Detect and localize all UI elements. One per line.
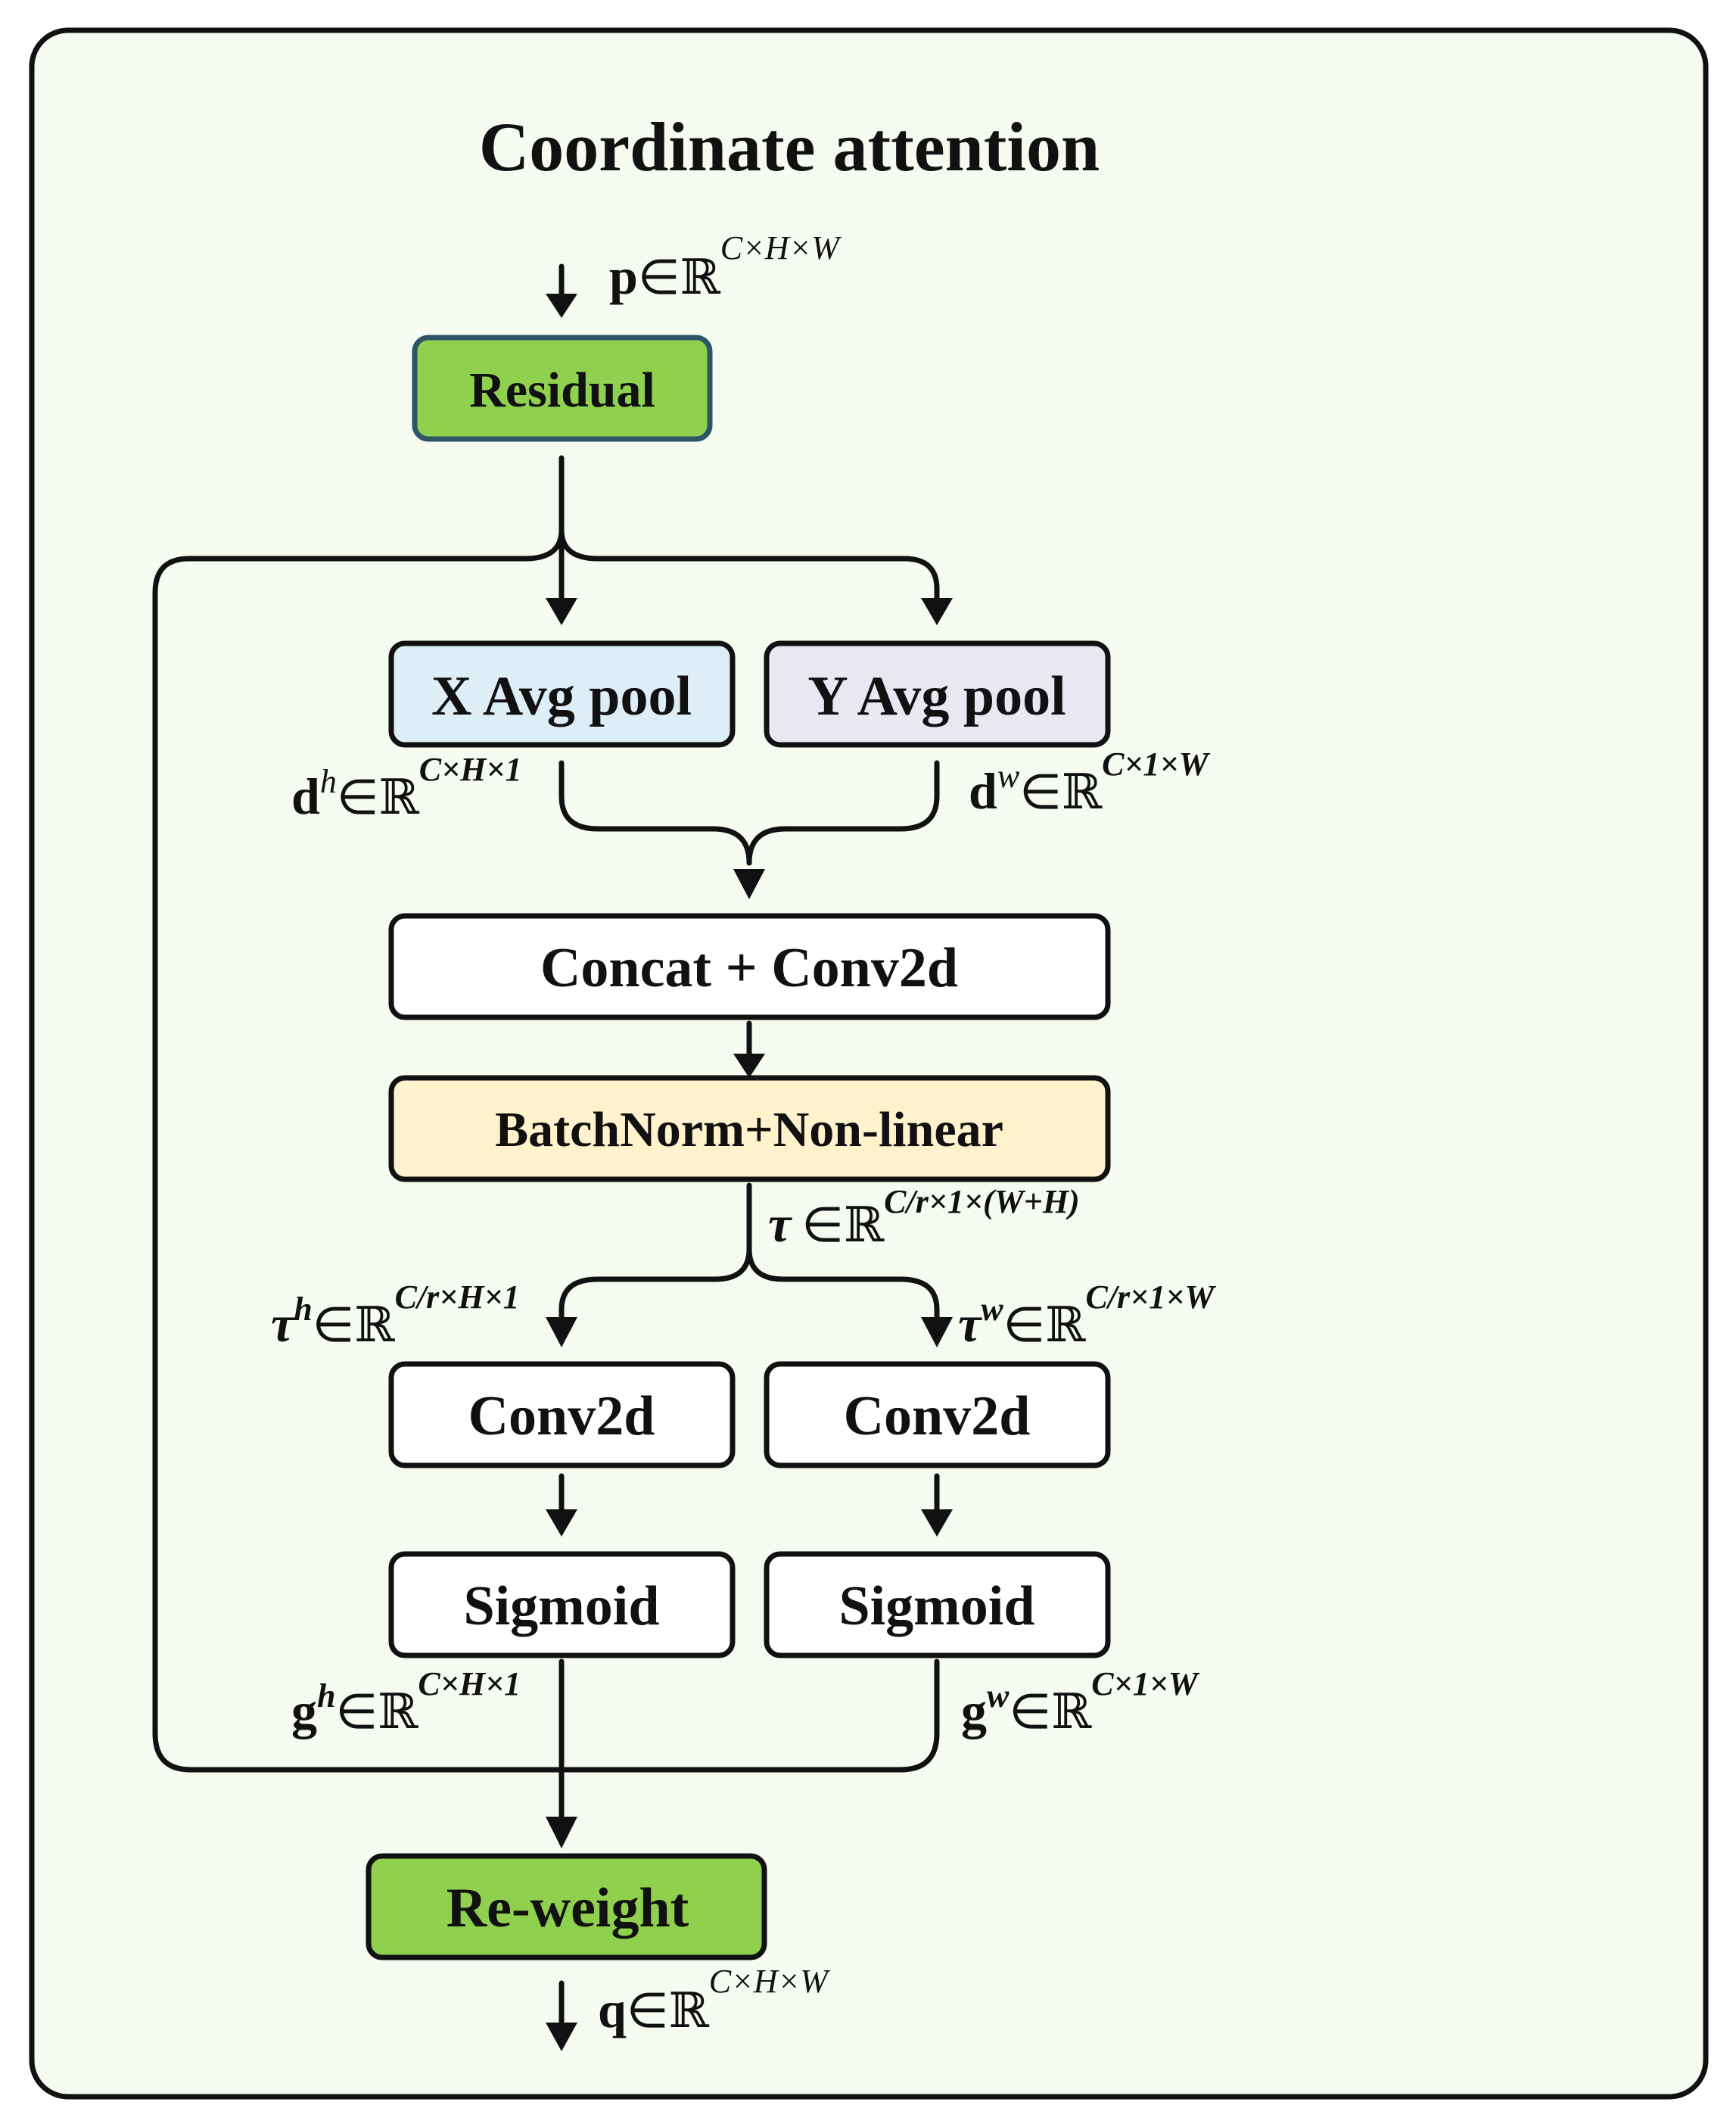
- sigmoid-h-arrowhead: [546, 1509, 577, 1537]
- branch-to-y-avg-pool: [558, 527, 940, 605]
- tau-h-annotation: τh∈ℝC/r×H×1: [271, 1278, 520, 1353]
- sigmoid-w-arrowhead: [921, 1509, 953, 1537]
- dh-annotation: dh∈ℝC×H×1: [291, 751, 521, 826]
- input-annotation: p∈ℝC×H×W: [609, 229, 842, 306]
- sigmoid-h-block: Sigmoid: [388, 1551, 736, 1658]
- x-avg-pool-arrowhead: [546, 598, 577, 625]
- x-avg-pool-label: X Avg pool: [431, 665, 692, 727]
- concat-conv2d-label: Concat + Conv2d: [540, 937, 958, 999]
- concat-arrowhead: [733, 869, 765, 899]
- residual-block: Residual: [412, 335, 713, 442]
- reweight-block: Re-weight: [366, 1853, 767, 1960]
- conv2d-w-box: [764, 1361, 1111, 1468]
- sigmoid-h-label: Sigmoid: [463, 1575, 659, 1637]
- y-avg-pool-output: [746, 760, 940, 866]
- diagram-frame: [29, 27, 1709, 2100]
- residual-label: Residual: [469, 363, 655, 418]
- batchnorm-arrowhead: [733, 1054, 765, 1078]
- batchnorm-box: [388, 1075, 1111, 1182]
- sigmoid-w-to-reweight: [558, 1658, 940, 1773]
- y-avg-pool-block: Y Avg pool: [764, 640, 1111, 748]
- conv2d-w-arrowhead: [921, 1317, 953, 1347]
- conv2d-h-arrowhead: [546, 1317, 577, 1347]
- conv2d-h-box: [388, 1361, 736, 1468]
- output-annotation: q∈ℝC×H×W: [598, 1963, 830, 2039]
- y-avg-pool-arrowhead: [921, 598, 953, 625]
- connectors: [152, 263, 953, 2051]
- concat-conv2d-block: Concat + Conv2d: [388, 913, 1111, 1020]
- concat-conv2d-box: [388, 913, 1111, 1020]
- reweight-arrowhead: [546, 1817, 577, 1848]
- tau-annotation: τ∈ℝC/r×1×(W+H): [768, 1183, 1080, 1253]
- reweight-label: Re-weight: [446, 1877, 689, 1939]
- conv2d-h-block: Conv2d: [388, 1361, 736, 1468]
- x-avg-pool-box: [388, 640, 736, 748]
- conv2d-w-block: Conv2d: [764, 1361, 1111, 1468]
- y-avg-pool-label: Y Avg pool: [807, 665, 1066, 727]
- split-to-w: [746, 1246, 940, 1320]
- reweight-box: [366, 1853, 767, 1960]
- skip-connection: [152, 527, 565, 1773]
- sigmoid-h-box: [388, 1551, 736, 1658]
- x-avg-pool-output: [558, 760, 752, 866]
- conv2d-w-label: Conv2d: [844, 1385, 1031, 1447]
- residual-box: [412, 335, 713, 442]
- diagram-title: Coordinate attention: [479, 108, 1100, 185]
- gh-annotation: gh∈ℝC×H×1: [291, 1665, 521, 1740]
- x-avg-pool-block: X Avg pool: [388, 640, 736, 748]
- output-arrowhead: [546, 2023, 577, 2051]
- input-arrowhead: [546, 294, 577, 318]
- split-to-h: [558, 1246, 752, 1320]
- batchnorm-label: BatchNorm+Non-linear: [495, 1102, 1003, 1157]
- dw-annotation: dw∈ℝC×1×W: [969, 746, 1211, 821]
- y-avg-pool-box: [764, 640, 1111, 748]
- conv2d-h-label: Conv2d: [468, 1385, 655, 1447]
- sigmoid-w-block: Sigmoid: [764, 1551, 1111, 1658]
- batchnorm-block: BatchNorm+Non-linear: [388, 1075, 1111, 1182]
- sigmoid-w-label: Sigmoid: [838, 1575, 1034, 1637]
- sigmoid-w-box: [764, 1551, 1111, 1658]
- gw-annotation: gw∈ℝC×1×W: [961, 1665, 1200, 1740]
- tau-w-annotation: τw∈ℝC/r×1×W: [958, 1278, 1216, 1353]
